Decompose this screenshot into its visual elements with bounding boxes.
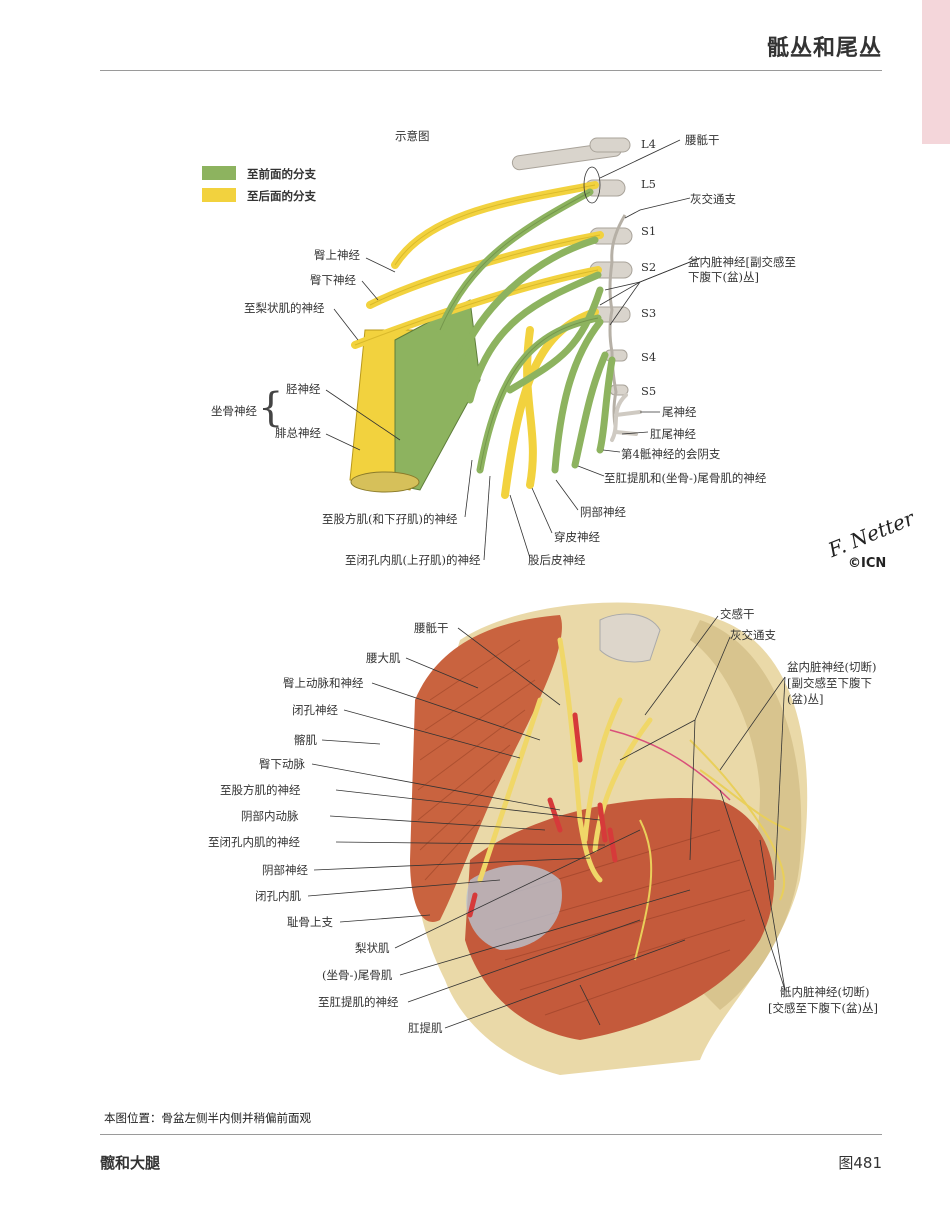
- root-label-s4: S4: [641, 350, 657, 364]
- label-inferior-gluteal-nerve: 臀下神经: [310, 273, 356, 287]
- header-rule: [100, 70, 882, 71]
- root-label-s1: S1: [641, 224, 657, 238]
- page-tab-marker: [922, 0, 950, 144]
- dlabel-obturator-internus-muscle: 闭孔内肌: [255, 889, 301, 903]
- label-piriformis-nerve: 至梨状肌的神经: [244, 301, 325, 315]
- dlabel-superior-pubic-ramus: 耻骨上支: [287, 915, 333, 929]
- dlabel-psoas-major: 腰大肌: [366, 651, 401, 665]
- page-title: 骶丛和尾丛: [766, 36, 882, 61]
- root-label-s2: S2: [641, 260, 657, 274]
- label-perineal-s4: 第4骶神经的会阴支: [621, 447, 721, 461]
- dlabel-sacral-splanchnic-1: 骶内脏神经(切断): [780, 985, 870, 999]
- dlabel-lumbosacral-trunk: 腰骶干: [414, 621, 449, 635]
- label-sciatic-nerve: 坐骨神经: [211, 404, 257, 418]
- label-superior-gluteal-nerve: 臀上神经: [314, 248, 360, 262]
- dlabel-obturator-internus-nerve: 至闭孔内肌的神经: [208, 835, 300, 849]
- legend-swatch-anterior: [202, 166, 236, 180]
- label-coccygeal-nerve: 尾神经: [662, 405, 697, 419]
- root-label-s3: S3: [641, 306, 657, 320]
- label-anococcygeal-nerve: 肛尾神经: [650, 427, 696, 441]
- dlabel-obturator-nerve: 闭孔神经: [292, 703, 338, 717]
- dlabel-levator-ani: 肛提肌: [408, 1021, 443, 1035]
- publisher-mark: ©ICN: [848, 556, 887, 571]
- label-lumbosacral-trunk: 腰骶干: [685, 133, 720, 147]
- footer-rule: [100, 1134, 882, 1135]
- figure-number: 图481: [838, 1154, 882, 1172]
- label-common-fibular-nerve: 腓总神经: [275, 426, 321, 440]
- dlabel-sympathetic-trunk: 交感干: [720, 607, 755, 621]
- legend-label-posterior: 至后面的分支: [247, 189, 316, 203]
- dlabel-piriformis-muscle: 梨状肌: [355, 941, 390, 955]
- root-label-l4: L4: [641, 137, 656, 151]
- dlabel-inferior-gluteal-artery: 臀下动脉: [259, 757, 305, 771]
- dlabel-internal-pudendal-artery: 阴部内动脉: [241, 809, 299, 823]
- label-quadratus-femoris-nerve: 至股方肌(和下孖肌)的神经: [322, 512, 458, 526]
- label-tibial-nerve: 胫神经: [286, 382, 321, 396]
- dlabel-superior-gluteal: 臀上动脉和神经: [283, 676, 364, 690]
- label-obturator-internus-nerve: 至闭孔内肌(上孖肌)的神经: [345, 553, 481, 567]
- dlabel-pelvic-splanchnic-2: [副交感至下腹下: [787, 676, 872, 690]
- root-label-s5: S5: [641, 384, 657, 398]
- label-gray-rami: 灰交通支: [690, 192, 736, 206]
- sciatic-brace: {: [258, 385, 284, 431]
- dlabel-iliacus: 髂肌: [294, 733, 317, 747]
- dlabel-coccygeus: (坐骨-)尾骨肌: [322, 968, 393, 982]
- dlabel-gray-rami: 灰交通支: [730, 628, 776, 642]
- dlabel-pudendal-nerve: 阴部神经: [262, 863, 308, 877]
- dlabel-pelvic-splanchnic-3: (盆)丛]: [787, 692, 824, 706]
- label-perforating-cutaneous: 穿皮神经: [554, 530, 600, 544]
- label-pelvic-splanchnic-2: 下腹下(盆)丛]: [688, 270, 759, 284]
- label-pudendal-nerve: 阴部神经: [580, 505, 626, 519]
- dlabel-pelvic-splanchnic-1: 盆内脏神经(切断): [787, 660, 877, 674]
- dlabel-quadratus-nerve: 至股方肌的神经: [220, 783, 301, 797]
- dlabel-sacral-splanchnic-2: [交感至下腹下(盆)丛]: [768, 1001, 878, 1015]
- figure-caption: 本图位置：骨盆左侧半内侧并稍偏前面观: [104, 1111, 311, 1125]
- legend-label-anterior: 至前面的分支: [247, 167, 316, 181]
- schematic-title: 示意图: [395, 129, 430, 143]
- label-posterior-femoral-cutaneous: 股后皮神经: [528, 553, 586, 567]
- label-levator-coccygeus-nerve: 至肛提肌和(坐骨-)尾骨肌的神经: [604, 471, 767, 485]
- label-pelvic-splanchnic: 盆内脏神经[副交感至: [688, 255, 796, 269]
- legend-swatch-posterior: [202, 188, 236, 202]
- dlabel-levator-nerve: 至肛提肌的神经: [318, 995, 399, 1009]
- root-label-l5: L5: [641, 177, 656, 191]
- section-title: 髋和大腿: [100, 1154, 161, 1172]
